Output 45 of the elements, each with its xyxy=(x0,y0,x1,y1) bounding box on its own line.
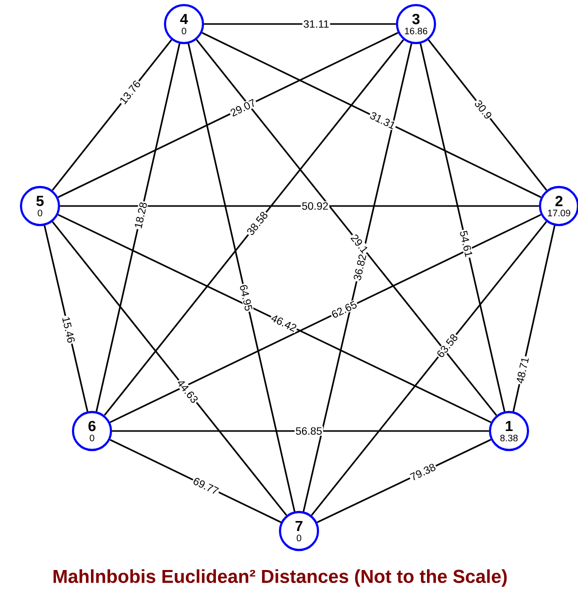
node-number: 6 xyxy=(88,420,96,432)
edge-line xyxy=(60,205,539,207)
edge-line xyxy=(420,43,506,412)
edge-label: 31.11 xyxy=(302,19,330,29)
edge-line xyxy=(104,39,404,416)
edge-line xyxy=(202,32,542,198)
edge-label: 15.46 xyxy=(60,314,76,345)
edge-label: 62.65 xyxy=(329,299,360,320)
edge-label: 48.71 xyxy=(514,355,530,386)
node-number: 2 xyxy=(555,196,562,206)
node-number: 1 xyxy=(506,420,513,432)
node-value: 16.86 xyxy=(405,28,428,34)
node-value: 0 xyxy=(38,210,42,216)
edge-label: 36.82 xyxy=(352,252,368,282)
node-number: 7 xyxy=(296,520,302,532)
edge-line xyxy=(196,39,498,416)
edge-line xyxy=(96,43,180,412)
edge-line xyxy=(310,221,548,516)
edge-label: 54.61 xyxy=(458,228,474,259)
node-number: 3 xyxy=(412,14,420,24)
node-value: 0 xyxy=(296,534,302,542)
node-value: 0 xyxy=(90,434,94,442)
edge-line xyxy=(188,43,296,512)
edge-label: 56.85 xyxy=(294,426,324,436)
edge-line xyxy=(428,39,548,191)
edge-line xyxy=(110,214,542,424)
edge-line xyxy=(58,214,492,424)
edge-line xyxy=(112,430,489,432)
node-number: 4 xyxy=(180,14,188,24)
edge-line xyxy=(52,221,288,516)
edge-label: 79.38 xyxy=(408,462,438,482)
node-number: 5 xyxy=(36,196,44,206)
edge-label: 46.42 xyxy=(268,312,299,334)
edge-label: 50.92 xyxy=(300,201,330,211)
edge-label: 18.28 xyxy=(133,200,148,230)
edge-line xyxy=(302,43,412,512)
node-value: 8.38 xyxy=(500,434,518,442)
node-value: 0 xyxy=(182,28,186,34)
edge-line xyxy=(58,32,398,198)
edge-label: 69.77 xyxy=(190,476,221,496)
edge-label: 64.95 xyxy=(238,282,254,313)
edge-label: 29.07 xyxy=(228,97,258,118)
node-value: 17.09 xyxy=(548,210,570,216)
edge-label: 31.31 xyxy=(368,110,398,131)
caption: Mahlnbobis Euclidean² Distances (Not to the Scale) xyxy=(54,569,507,587)
